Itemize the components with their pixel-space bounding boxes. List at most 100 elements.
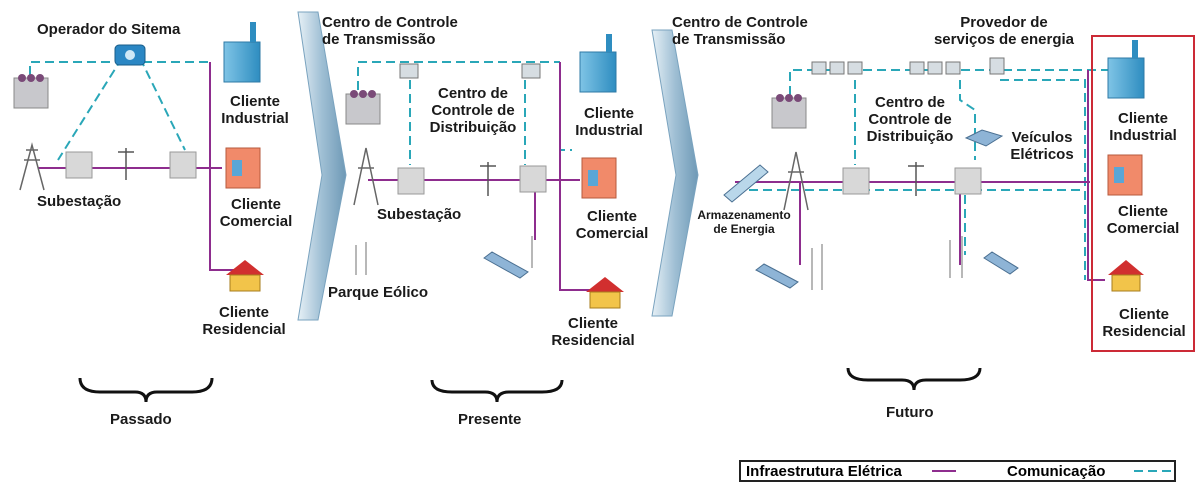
- future-customers-highlight-box: [1091, 35, 1195, 352]
- legend-communication-label: Comunicação: [1007, 463, 1106, 480]
- future-brace: [846, 367, 982, 391]
- future-control-center-label: Centro de Controle de Transmissão: [672, 14, 808, 48]
- present-computer-icon-1: [399, 63, 419, 79]
- era-future-label: Futuro: [886, 404, 934, 421]
- past-commercial-icon: [225, 147, 261, 189]
- past-residential-label: Cliente Residencial: [192, 304, 296, 338]
- present-solar-panel-icon: [483, 251, 529, 279]
- storage-label: Armazenamento de Energia: [690, 208, 798, 236]
- past-residential-icon: [226, 260, 264, 292]
- future-section: [723, 40, 1145, 391]
- present-control-center-line-2: de Transmissão: [322, 31, 436, 48]
- future-tower-icon: [783, 151, 809, 211]
- past-commercial-line-2: Comercial: [219, 213, 293, 230]
- future-control-center-line-1: Centro de Controle: [672, 14, 808, 31]
- future-distribution-line-2: Controle de: [868, 111, 952, 128]
- future-electric-lines: [735, 70, 1105, 281]
- future-solar-panel-icon-2: [983, 251, 1019, 275]
- future-residential-line-1: Cliente: [1118, 306, 1169, 323]
- past-brace: [78, 377, 214, 403]
- past-substation-box-2: [169, 151, 197, 179]
- present-distribution-line-3: Distribuição: [429, 119, 517, 136]
- present-section: [345, 34, 624, 403]
- present-substation-box-1: [397, 167, 425, 195]
- wind-farm-label: Parque Eólico: [328, 284, 429, 301]
- future-provider-computer-icon: [989, 57, 1005, 75]
- present-commercial-line-2: Comercial: [575, 225, 649, 242]
- present-industrial-icon: [579, 34, 617, 93]
- present-commercial-line-1: Cliente: [586, 208, 637, 225]
- past-industrial-label: Cliente Industrial: [210, 93, 300, 127]
- present-substation-box-2: [519, 165, 547, 193]
- past-power-plant-icon: [13, 74, 49, 109]
- era-past-label: Passado: [110, 411, 172, 428]
- present-control-center-label: Centro de Controle de Transmissão: [322, 14, 458, 48]
- future-computer-group-1: [811, 61, 863, 75]
- future-commercial-label: Cliente Comercial: [1093, 203, 1193, 237]
- ev-line-2: Elétricos: [1010, 146, 1074, 163]
- present-power-plant-icon: [345, 90, 381, 125]
- present-distribution-line-1: Centro de: [437, 85, 508, 102]
- past-pole-icon: [118, 148, 134, 180]
- present-substation-label: Subestação: [377, 206, 462, 223]
- future-residential-line-2: Residencial: [1102, 323, 1186, 340]
- legend-electric-label: Infraestrutura Elétrica: [746, 463, 902, 480]
- future-residential-icon: [1108, 260, 1144, 292]
- future-substation-box-1: [842, 167, 870, 195]
- past-communication-lines: [29, 57, 210, 161]
- future-residential-label: Cliente Residencial: [1093, 306, 1195, 340]
- future-power-plant-icon: [771, 94, 807, 129]
- present-industrial-line-1: Cliente: [583, 105, 634, 122]
- future-wind-turbine-icon: [811, 236, 963, 290]
- present-brace: [430, 379, 564, 403]
- era-present-label: Presente: [458, 411, 522, 428]
- future-control-center-line-2: de Transmissão: [672, 31, 786, 48]
- ev-line-1: Veículos: [1011, 129, 1073, 146]
- future-ev-icon: [964, 129, 1004, 147]
- present-pole-icon: [480, 162, 496, 196]
- future-industrial-icon: [1107, 40, 1145, 99]
- past-phone-icon: [114, 44, 146, 66]
- past-residential-line-1: Cliente: [218, 304, 269, 321]
- past-industrial-icon: [223, 22, 261, 83]
- future-computer-group-2: [909, 61, 961, 75]
- present-residential-icon: [586, 277, 624, 309]
- past-substation-box-1: [65, 151, 93, 179]
- present-tower-icon: [353, 147, 379, 206]
- future-distribution-line-3: Distribuição: [866, 128, 954, 145]
- past-commercial-line-1: Cliente: [230, 196, 281, 213]
- past-tower-icon: [19, 142, 45, 191]
- future-distribution-line-1: Centro de: [874, 94, 945, 111]
- future-commercial-line-2: Comercial: [1106, 220, 1180, 237]
- future-storage-icon: [723, 164, 769, 203]
- separator-arrow-1: [297, 11, 347, 321]
- present-commercial-label: Cliente Comercial: [563, 208, 661, 242]
- present-industrial-line-2: Industrial: [575, 122, 643, 139]
- present-wind-turbine-icon: [355, 236, 533, 275]
- past-section: [13, 22, 264, 403]
- past-residential-line-2: Residencial: [202, 321, 286, 338]
- present-distribution-label: Centro de Controle de Distribuição: [420, 85, 526, 136]
- separator-arrow-2: [651, 29, 699, 317]
- present-residential-line-1: Cliente: [567, 315, 618, 332]
- future-distribution-label: Centro de Controle de Distribuição: [855, 94, 965, 145]
- past-industrial-line-2: Industrial: [221, 110, 289, 127]
- operator-label: Operador do Sitema: [37, 21, 181, 38]
- present-residential-line-2: Residencial: [551, 332, 635, 349]
- future-pole-icon: [908, 162, 924, 196]
- provider-line-2: serviços de energia: [933, 31, 1075, 48]
- present-control-center-line-1: Centro de Controle: [322, 14, 458, 31]
- present-computer-icon-2: [521, 63, 541, 79]
- past-commercial-label: Cliente Comercial: [209, 196, 303, 230]
- present-commercial-icon: [581, 157, 617, 199]
- provider-label: Provedor de serviços de energia: [922, 14, 1086, 48]
- present-industrial-label: Cliente Industrial: [563, 105, 655, 139]
- future-industrial-label: Cliente Industrial: [1093, 110, 1193, 144]
- past-substation-label: Subestação: [37, 193, 122, 210]
- future-industrial-line-2: Industrial: [1109, 127, 1177, 144]
- storage-line-2: de Energia: [713, 222, 775, 236]
- future-solar-panel-icon-1: [755, 263, 799, 289]
- present-distribution-line-2: Controle de: [431, 102, 515, 119]
